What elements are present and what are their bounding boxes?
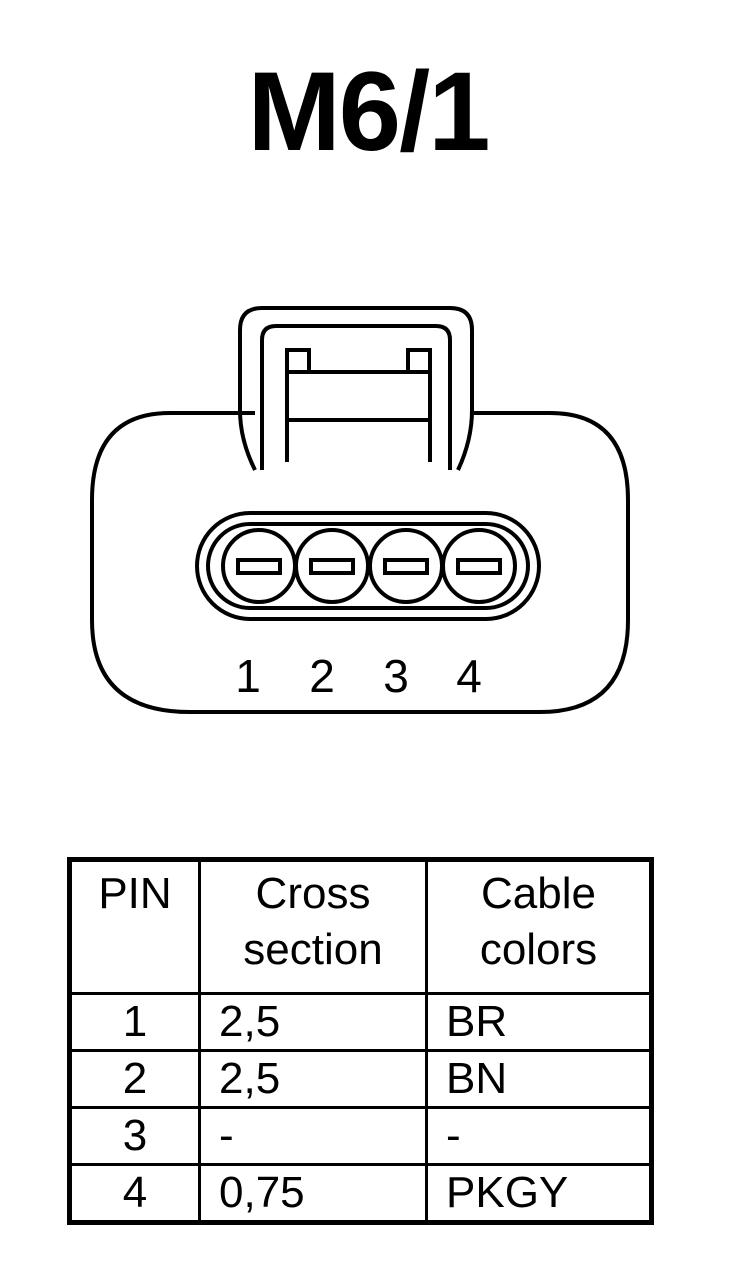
connector-title: M6/1 xyxy=(247,49,491,174)
pin-3 xyxy=(368,528,444,604)
pin-assignment-table: PIN Cross section Cable colors 1 2,5 BR … xyxy=(67,857,654,1225)
header-cross-section: Cross section xyxy=(198,858,428,995)
table-row: 2 2,5 BN xyxy=(68,1049,653,1109)
cell-cable-color: PKGY xyxy=(425,1163,653,1224)
table-row: 4 0,75 PKGY xyxy=(68,1163,653,1224)
pin-label-3: 3 xyxy=(383,650,409,702)
cell-cross-section: 2,5 xyxy=(198,1049,428,1109)
cell-pin: 4 xyxy=(68,1163,201,1224)
pin-label-4: 4 xyxy=(456,650,482,702)
pin-label-2: 2 xyxy=(309,650,335,702)
pin-4 xyxy=(441,528,517,604)
cell-pin: 2 xyxy=(68,1049,201,1109)
cell-cross-section: - xyxy=(198,1106,428,1166)
cell-cable-color: BN xyxy=(425,1049,653,1109)
cell-pin: 3 xyxy=(68,1106,201,1166)
header-pin: PIN xyxy=(68,858,201,995)
header-cable-colors: Cable colors xyxy=(425,858,653,995)
connector-diagram: 1 2 3 4 xyxy=(90,306,630,714)
cell-cross-section: 2,5 xyxy=(198,992,428,1052)
pin-2 xyxy=(294,528,370,604)
pin-label-1: 1 xyxy=(235,650,261,702)
table-row: 3 - - xyxy=(68,1106,653,1166)
pin-1 xyxy=(221,528,297,604)
connector-housing xyxy=(90,306,630,714)
pin-cavity xyxy=(195,511,541,621)
cell-pin: 1 xyxy=(68,992,201,1052)
table-row: 1 2,5 BR xyxy=(68,992,653,1052)
table-header-row: PIN Cross section Cable colors xyxy=(68,858,653,995)
cell-cross-section: 0,75 xyxy=(198,1163,428,1224)
cell-cable-color: BR xyxy=(425,992,653,1052)
cell-cable-color: - xyxy=(425,1106,653,1166)
